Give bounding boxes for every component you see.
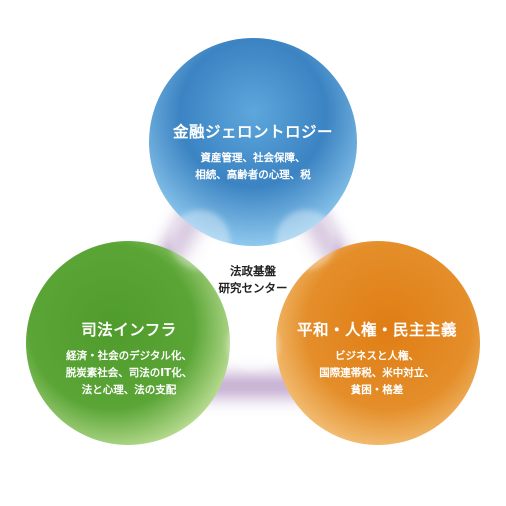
finance-description: 資産管理、社会保障、 相続、高齢者の心理、税 xyxy=(153,150,353,184)
overlap-highlights xyxy=(170,210,336,371)
peace-label-group: 平和・人権・民主主義 ビジネスと人権、 国際連帯税、米中対立、 貧困・格差 xyxy=(277,318,477,399)
center-label: 法政基盤 研究センター xyxy=(203,263,303,297)
finance-desc-line: 資産管理、社会保障、 xyxy=(200,152,306,164)
justice-label-group: 司法インフラ 経済・社会のデジタル化、 脱炭素社会、司法のIT化、 法と心理、法… xyxy=(29,318,229,399)
peace-desc-line: 貧困・格差 xyxy=(350,384,404,396)
finance-label-group: 金融ジェロントロジー 資産管理、社会保障、 相続、高齢者の心理、税 xyxy=(153,120,353,184)
peace-desc-line: 国際連帯税、米中対立、 xyxy=(319,367,435,379)
circle-justice xyxy=(26,241,230,445)
peace-title: 平和・人権・民主主義 xyxy=(296,321,457,339)
finance-title: 金融ジェロントロジー xyxy=(172,123,333,141)
justice-desc-line: 法と心理、法の支配 xyxy=(81,384,177,396)
justice-description: 経済・社会のデジタル化、 脱炭素社会、司法のIT化、 法と心理、法の支配 xyxy=(29,348,229,399)
justice-title: 司法インフラ xyxy=(81,321,177,339)
finance-desc-line: 相続、高齢者の心理、税 xyxy=(195,169,311,181)
circle-peace xyxy=(276,241,480,445)
center-label-line2: 研究センター xyxy=(218,281,288,295)
justice-desc-line: 経済・社会のデジタル化、 xyxy=(66,350,192,362)
center-label-line1: 法政基盤 xyxy=(230,264,276,278)
peace-description: ビジネスと人権、 国際連帯税、米中対立、 貧困・格差 xyxy=(277,348,477,399)
justice-desc-line: 脱炭素社会、司法のIT化、 xyxy=(65,367,193,379)
circle-finance xyxy=(149,38,357,246)
peace-desc-line: ビジネスと人権、 xyxy=(335,350,419,362)
